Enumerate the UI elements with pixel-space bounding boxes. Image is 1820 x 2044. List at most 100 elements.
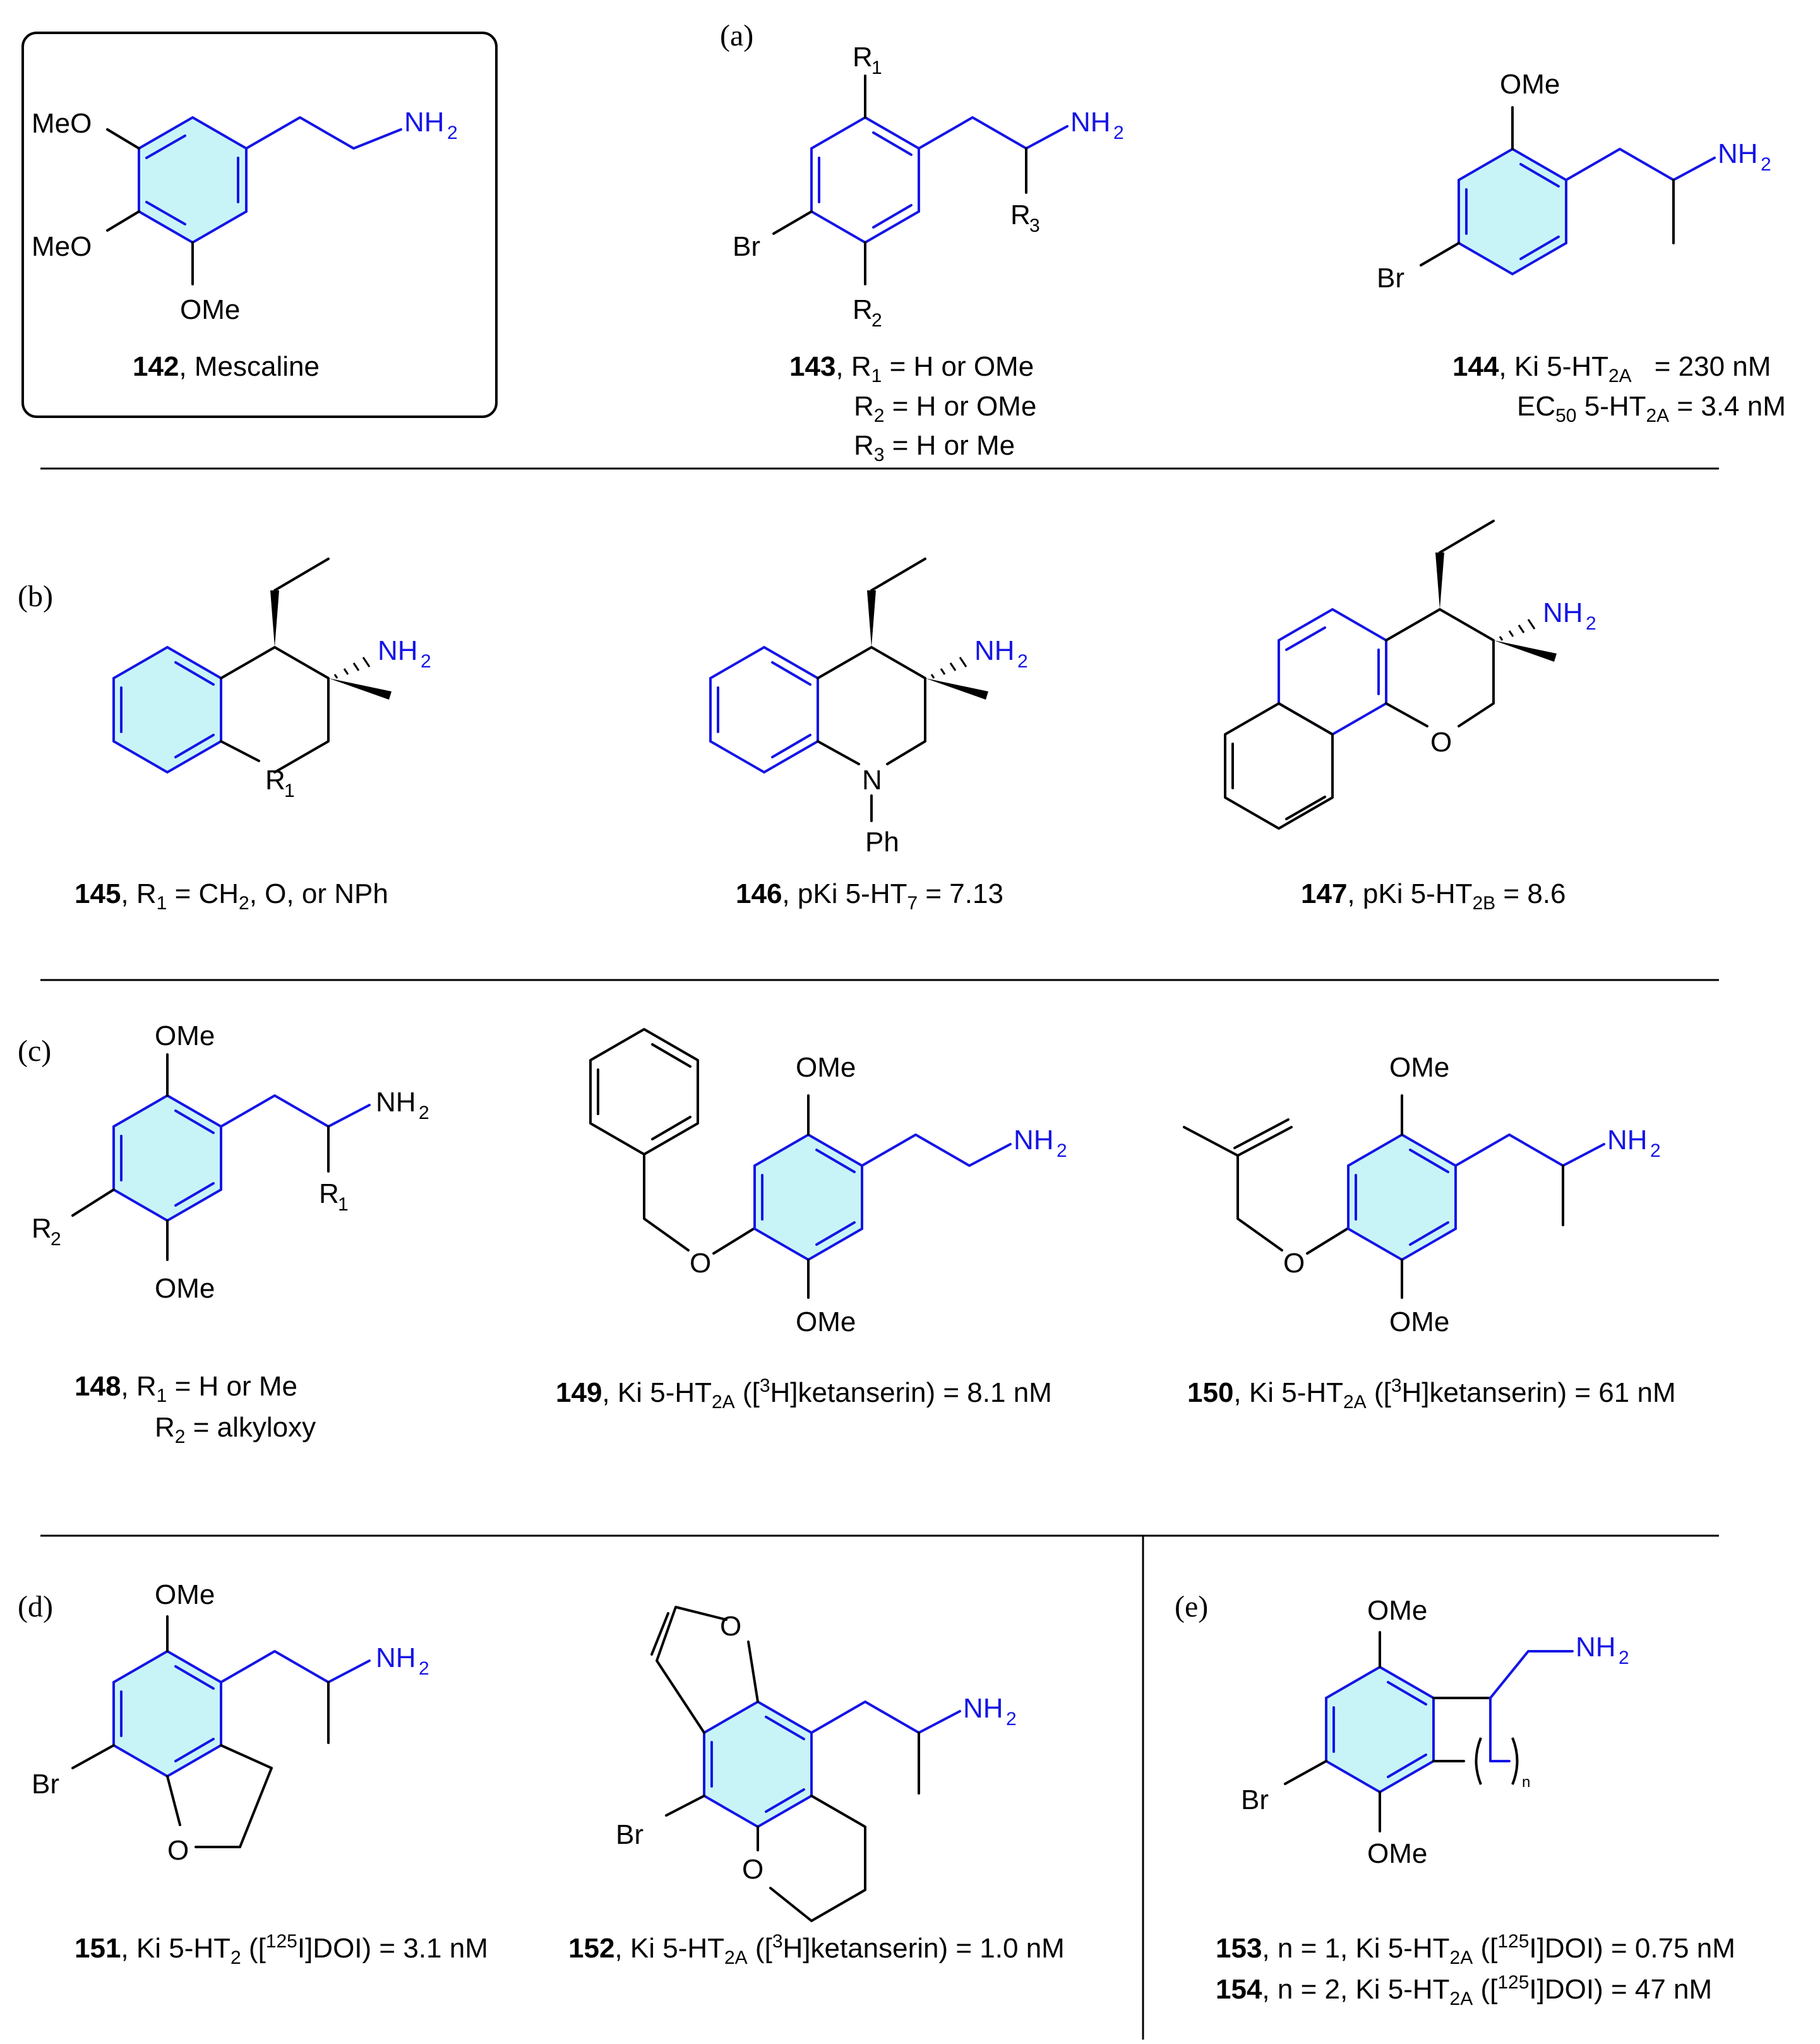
- svg-text:OMe: OMe: [155, 1020, 215, 1051]
- svg-text:R: R: [1010, 200, 1031, 230]
- compound-144: NH 2 OMe Br 144, Ki 5-HT2A= 230 nM EC50 …: [1377, 69, 1786, 426]
- wedge-bond: [270, 590, 279, 647]
- benzene-ring: [1347, 1133, 1457, 1262]
- caption-144-line2: EC50 5-HT2A = 3.4 nM: [1517, 391, 1786, 426]
- svg-text:2: 2: [447, 123, 458, 143]
- naphthalene-upper-ring: [1278, 607, 1387, 736]
- compound-142-mescaline: NH 2 MeO MeO OMe 142, Mescaline: [21, 32, 498, 418]
- svg-text:1: 1: [871, 57, 882, 78]
- svg-text:O: O: [1283, 1248, 1305, 1279]
- svg-text:2: 2: [1586, 613, 1596, 634]
- caption-143-line3: R3 = H or Me: [854, 430, 1015, 465]
- benzene-ring: [703, 1700, 813, 1829]
- svg-text:2: 2: [1006, 1709, 1017, 1730]
- caption-152: 152, Ki 5-HT2A ([3H]ketanserin) = 1.0 nM: [568, 1931, 1065, 1968]
- svg-text:R: R: [853, 42, 873, 73]
- caption-143-line1: 143, R1 = H or OMe: [789, 351, 1034, 386]
- svg-text:OMe: OMe: [1500, 69, 1560, 100]
- compound-146: N Ph NH 2 146, pKi 5-HT7 = 7.13: [709, 558, 1028, 914]
- compound-147: O NH 2 147, pKi 5-HT2B = 8.6: [1224, 520, 1596, 914]
- svg-text:OMe: OMe: [796, 1052, 856, 1083]
- svg-text:NH: NH: [404, 107, 445, 138]
- svg-text:2: 2: [1057, 1140, 1067, 1161]
- svg-text:OMe: OMe: [1367, 1838, 1427, 1869]
- section-label-b: (b): [18, 580, 53, 613]
- svg-text:OMe: OMe: [796, 1306, 856, 1337]
- svg-text:R: R: [319, 1178, 339, 1209]
- caption-148-line1: 148, R1 = H or Me: [75, 1371, 297, 1406]
- compound-149: O NH 2 OMe OMe 149, Ki 5-HT2A ([3H]ketan…: [556, 1028, 1067, 1413]
- svg-text:NH: NH: [1607, 1125, 1648, 1156]
- svg-text:R: R: [32, 1213, 52, 1244]
- meo-mid: MeO: [32, 231, 92, 262]
- section-label-e: (e): [1175, 1590, 1208, 1623]
- svg-text:NH: NH: [1718, 138, 1758, 169]
- svg-text:NH: NH: [376, 1642, 416, 1673]
- svg-text:NH: NH: [963, 1693, 1003, 1724]
- svg-text:1: 1: [284, 780, 295, 801]
- benzyl-phenyl-ring: [589, 1028, 699, 1156]
- svg-text:R: R: [853, 294, 873, 325]
- svg-text:OMe: OMe: [1367, 1595, 1427, 1626]
- svg-text:R: R: [265, 765, 285, 796]
- wedge-bond: [1435, 553, 1444, 609]
- caption-149: 149, Ki 5-HT2A ([3H]ketanserin) = 8.1 nM: [556, 1375, 1052, 1413]
- svg-text:Ph: Ph: [865, 827, 899, 858]
- svg-text:O: O: [690, 1248, 711, 1279]
- svg-text:2: 2: [1017, 651, 1028, 672]
- caption-148-line2: R2 = alkyloxy: [155, 1412, 316, 1447]
- compound-151: NH 2 OMe Br O 151, Ki 5-HT2 ([125I]DOI) …: [32, 1579, 488, 1968]
- compound-153-154: n NH 2 OMe OMe Br 153, n = 1, Ki 5-HT2A …: [1216, 1595, 1735, 2009]
- compound-145: R 1 NH 2 145, R1 = CH2, O, or NPh: [75, 558, 431, 914]
- svg-text:O: O: [1430, 727, 1452, 758]
- svg-text:NH: NH: [1014, 1125, 1054, 1156]
- svg-text:OMe: OMe: [1389, 1052, 1449, 1083]
- naphthalene-lower-ring: [1224, 702, 1334, 830]
- compound-150: O NH 2 OMe OMe 150, Ki 5-HT2A ([3H]ketan…: [1183, 1052, 1676, 1413]
- svg-text:2: 2: [1761, 154, 1771, 175]
- benzene-ring: [709, 645, 819, 774]
- svg-text:Br: Br: [1241, 1784, 1269, 1815]
- svg-text:Br: Br: [733, 231, 760, 262]
- svg-text:OMe: OMe: [1389, 1306, 1449, 1337]
- section-label-a: (a): [720, 19, 753, 52]
- wedge-methyl: [328, 678, 392, 700]
- svg-text:2: 2: [419, 1658, 429, 1679]
- section-label-d: (d): [18, 1590, 53, 1623]
- svg-text:O: O: [742, 1854, 763, 1885]
- nh2-142: NH 2: [404, 107, 458, 143]
- svg-text:2: 2: [421, 651, 431, 672]
- svg-text:2: 2: [51, 1229, 61, 1250]
- caption-150: 150, Ki 5-HT2A ([3H]ketanserin) = 61 nM: [1187, 1375, 1676, 1413]
- ome-bottom: OMe: [180, 294, 240, 325]
- benzene-ring: [1458, 147, 1567, 276]
- svg-text:OMe: OMe: [155, 1579, 215, 1610]
- meo-top: MeO: [32, 108, 92, 139]
- paren-open: [1475, 1737, 1482, 1785]
- caption-145: 145, R1 = CH2, O, or NPh: [75, 878, 388, 914]
- svg-text:NH: NH: [376, 1087, 416, 1118]
- svg-text:Br: Br: [1377, 263, 1404, 294]
- svg-text:NH: NH: [1070, 107, 1111, 138]
- caption-154: 154, n = 2, Ki 5-HT2A ([125I]DOI) = 47 n…: [1216, 1972, 1712, 2009]
- benzene-ring: [112, 1094, 222, 1222]
- svg-text:NH: NH: [1576, 1632, 1616, 1663]
- svg-text:2: 2: [419, 1103, 429, 1123]
- svg-text:Br: Br: [32, 1769, 59, 1800]
- svg-text:NH: NH: [1543, 597, 1583, 628]
- svg-text:Br: Br: [616, 1819, 644, 1850]
- benzene-ring: [753, 1133, 863, 1262]
- compound-148: R 1 NH 2 OMe OMe R 2 148, R1 = H or Me R…: [32, 1020, 429, 1447]
- mescaline-box: [21, 32, 498, 418]
- paren-close: [1511, 1737, 1519, 1785]
- caption-144-line1: 144, Ki 5-HT2A= 230 nM: [1452, 351, 1771, 386]
- svg-text:2: 2: [1113, 123, 1124, 143]
- caption-151: 151, Ki 5-HT2 ([125I]DOI) = 3.1 nM: [75, 1931, 488, 1968]
- svg-text:NH: NH: [378, 635, 418, 666]
- svg-text:3: 3: [1029, 215, 1040, 236]
- benzene-ring: [112, 645, 222, 774]
- caption-147: 147, pKi 5-HT2B = 8.6: [1301, 878, 1566, 914]
- svg-text:O: O: [720, 1611, 741, 1642]
- caption-153: 153, n = 1, Ki 5-HT2A ([125I]DOI) = 0.75…: [1216, 1931, 1735, 1968]
- svg-text:1: 1: [338, 1194, 349, 1215]
